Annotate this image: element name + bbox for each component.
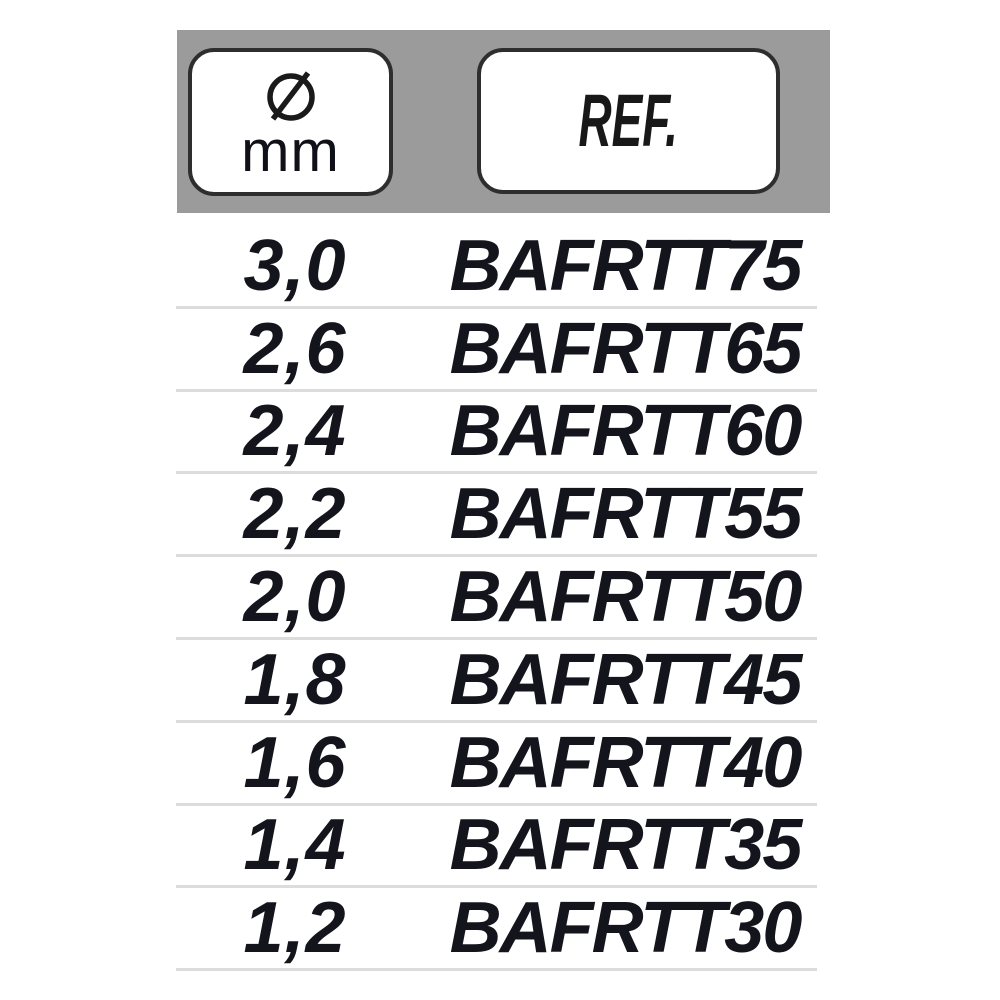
- table-row: 2,0 BAFRTT50: [176, 557, 817, 640]
- diameter-circle-slash-icon: [266, 71, 315, 122]
- ref-header-box: REF.: [477, 48, 780, 194]
- diameter-value: 3,0: [243, 225, 347, 306]
- diameter-value: 1,4: [243, 805, 347, 886]
- diameter-value: 2,6: [243, 308, 347, 389]
- table-row: 1,4 BAFRTT35: [176, 806, 817, 889]
- table-row: 2,2 BAFRTT55: [176, 474, 817, 558]
- ref-value: BAFRTT30: [449, 888, 803, 969]
- diameter-value: 1,2: [243, 888, 347, 969]
- table-row: 1,2 BAFRTT30: [176, 888, 817, 972]
- ref-value: BAFRTT65: [449, 308, 803, 389]
- diameter-unit-label: mm: [241, 119, 340, 185]
- table-row: 2,4 BAFRTT60: [176, 392, 817, 475]
- table-body: 3,0 BAFRTT75 2,6 BAFRTT65 2,4 BAFRTT60 2…: [176, 214, 817, 972]
- diameter-header-box: mm: [188, 48, 393, 196]
- ref-header-label: REF.: [578, 79, 679, 162]
- table-row: 1,6 BAFRTT40: [176, 723, 817, 806]
- diameter-value: 1,8: [243, 639, 347, 720]
- table-row: 1,8 BAFRTT45: [176, 640, 817, 723]
- diameter-value: 2,0: [243, 557, 347, 638]
- table-row: 2,6 BAFRTT65: [176, 309, 817, 392]
- diameter-value: 2,2: [243, 474, 347, 555]
- ref-value: BAFRTT40: [449, 722, 803, 803]
- ref-value: BAFRTT50: [449, 557, 803, 638]
- ref-value: BAFRTT35: [449, 805, 803, 886]
- table-row: 3,0 BAFRTT75: [176, 226, 817, 309]
- diameter-value: 1,6: [243, 722, 347, 803]
- diameter-value: 2,4: [243, 391, 347, 472]
- ref-value: BAFRTT45: [449, 639, 803, 720]
- ref-value: BAFRTT75: [449, 225, 803, 306]
- table-header-band: mm REF.: [177, 30, 830, 213]
- ref-value: BAFRTT60: [449, 391, 803, 472]
- ref-value: BAFRTT55: [449, 474, 803, 555]
